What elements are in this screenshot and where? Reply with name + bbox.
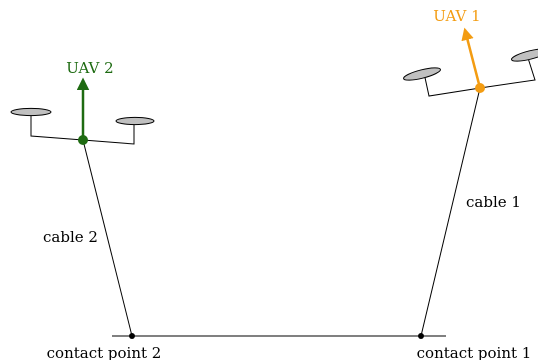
uav-2-propeller-right <box>115 116 155 126</box>
contact-point-2-marker <box>129 333 135 339</box>
uav-1-body <box>403 48 538 97</box>
uav-2-label: UAV 2 <box>66 59 113 77</box>
contact-point-1-label: contact point 1 <box>417 344 532 360</box>
contact-point-1-marker <box>418 333 424 339</box>
uav-2-propeller-left <box>10 107 52 117</box>
cable-2-line <box>82 139 133 337</box>
uav-1-attachment-point <box>475 83 485 93</box>
uav-1-label: UAV 1 <box>433 7 480 25</box>
cable-1-label: cable 1 <box>466 193 521 211</box>
uav-1-propeller-left <box>403 67 441 81</box>
uav-2-attachment-point <box>78 135 88 145</box>
uav-1-propeller-right <box>511 48 538 62</box>
cable-1-line <box>420 87 481 337</box>
contact-point-2-label: contact point 2 <box>47 344 162 360</box>
uav-1-thrust-arrow <box>461 27 482 89</box>
cable-2-label: cable 2 <box>43 228 98 246</box>
